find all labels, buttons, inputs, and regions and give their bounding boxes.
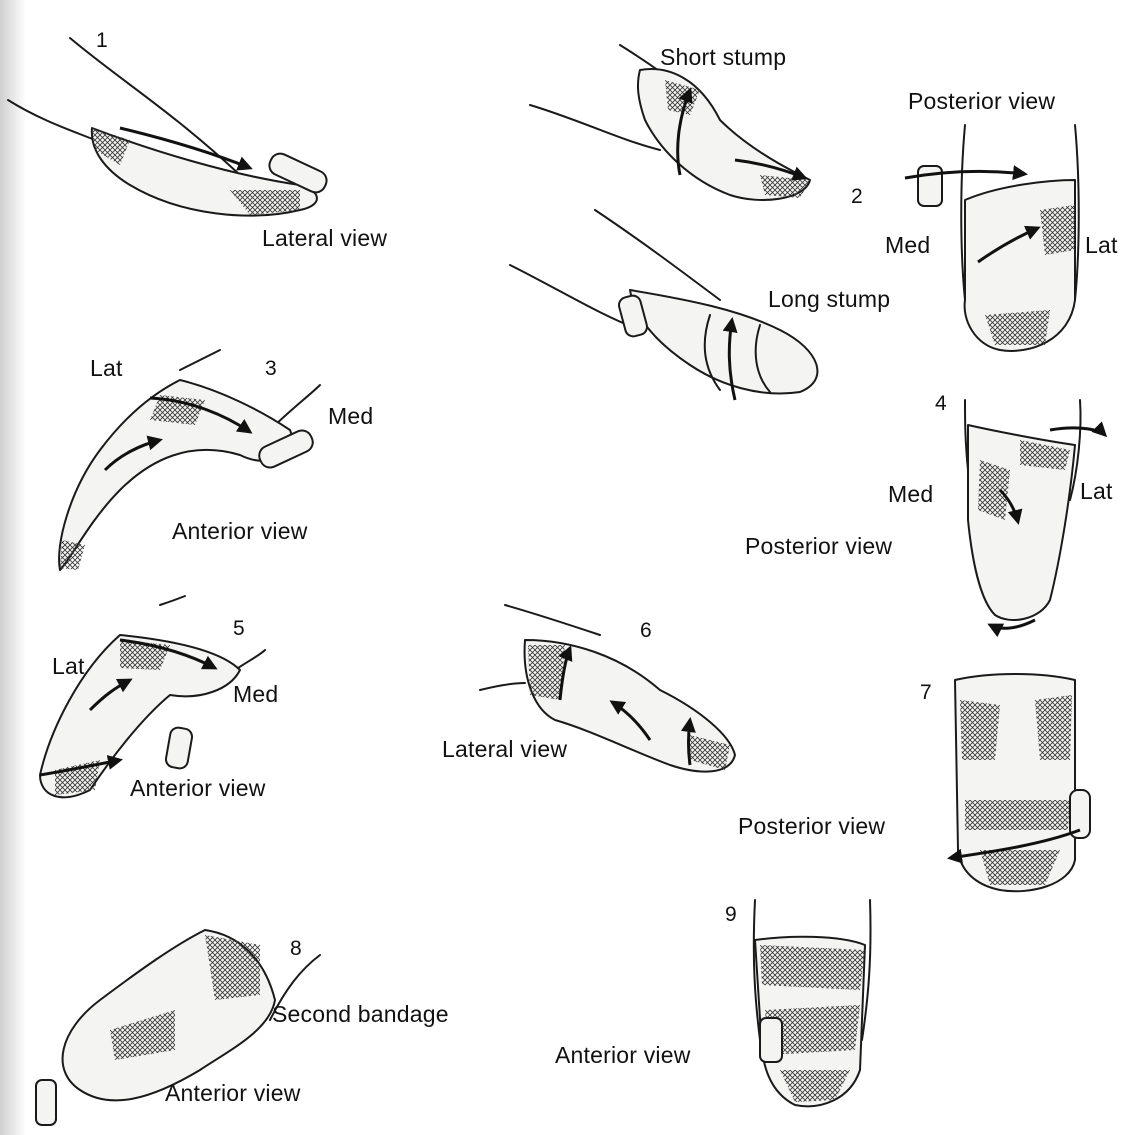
panel-7-number: 7 <box>920 682 932 703</box>
panel-9-number: 9 <box>725 904 737 925</box>
panel-7-drawing <box>950 674 1090 891</box>
panel-3-lat-label: Lat <box>90 357 123 380</box>
panel-9-anterior-view-label: Anterior view <box>555 1044 691 1067</box>
panel-2-long-stump-label: Long stump <box>768 288 890 311</box>
panel-3-number: 3 <box>265 358 277 379</box>
panel-5-anterior-view-label: Anterior view <box>130 777 266 800</box>
panel-4-posterior-view-label: Posterior view <box>745 535 892 558</box>
panel-2-med-label: Med <box>885 234 930 257</box>
panel-6-number: 6 <box>640 620 652 641</box>
panel-5-drawing <box>40 596 265 797</box>
panel-2-number: 2 <box>851 186 863 207</box>
panel-4-number: 4 <box>935 393 947 414</box>
panel-8-number: 8 <box>290 938 302 959</box>
panel-8-anterior-view-label: Anterior view <box>165 1082 301 1105</box>
panel-7-posterior-view-label: Posterior view <box>738 815 885 838</box>
panel-1-lateral-view-label: Lateral view <box>262 227 387 250</box>
panel-6-lateral-view-label: Lateral view <box>442 738 567 761</box>
panel-2-short-stump-label: Short stump <box>660 46 786 69</box>
panel-5-lat-label: Lat <box>52 655 85 678</box>
panel-3-anterior-view-label: Anterior view <box>172 520 308 543</box>
panel-2-lat-label: Lat <box>1085 234 1118 257</box>
panel-2-posterior-drawing <box>905 125 1079 351</box>
panel-3-med-label: Med <box>328 405 373 428</box>
panel-5-number: 5 <box>233 618 245 639</box>
panel-9-drawing <box>754 900 871 1106</box>
panel-5-med-label: Med <box>233 683 278 706</box>
panel-1-number: 1 <box>96 30 108 51</box>
panel-2-posterior-view-label: Posterior view <box>908 90 1055 113</box>
panel-4-med-label: Med <box>888 483 933 506</box>
panel-1-drawing <box>8 38 330 216</box>
panel-4-lat-label: Lat <box>1080 480 1113 503</box>
panel-8-second-bandage-label: Second bandage <box>272 1003 449 1026</box>
panel-4-drawing <box>965 400 1105 628</box>
